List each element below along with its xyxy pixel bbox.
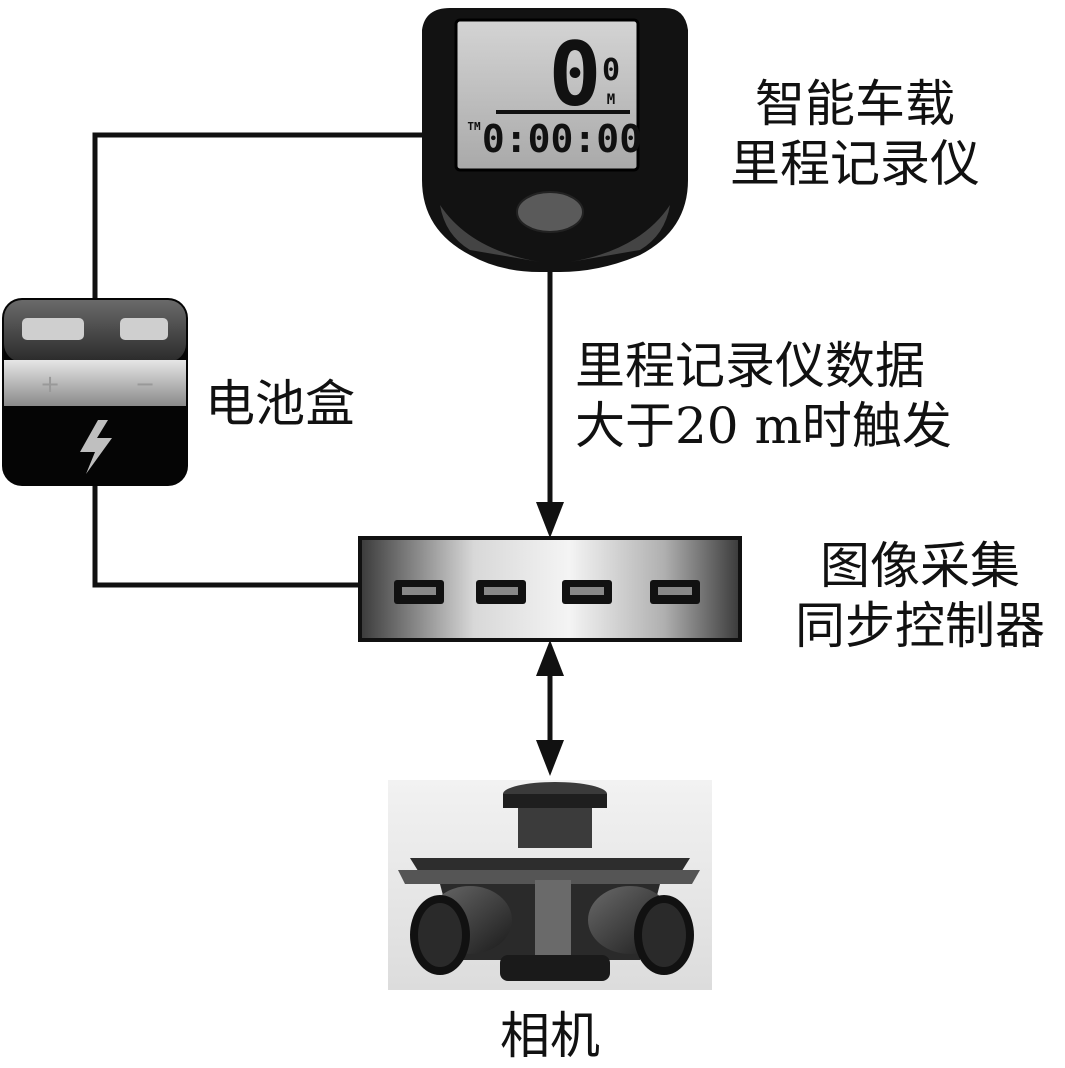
usb-port-3 [562,580,612,604]
camera-rig [388,780,712,990]
odometer-label: 智能车载 里程记录仪 [700,74,1010,194]
controller-label-line1: 图像采集 [820,537,1020,595]
usb-port-1 [394,580,444,604]
camera-label: 相机 [500,1007,600,1065]
trigger-label: 里程记录仪数据 大于20 m时触发 [575,336,952,456]
odometer-device: 0 0 M TM 0:00:00 [422,8,688,272]
odometer-button [516,191,584,233]
odometer-label-line2: 里程记录仪 [730,135,980,193]
wire-battery-to-odometer [92,132,432,300]
battery-box: + − [2,298,188,486]
odometer-big-digit: 0 [549,23,602,126]
odometer-label-line1: 智能车载 [755,75,955,133]
odometer-screen [454,18,640,172]
odometer-tm: TM [467,120,481,133]
usb-port-2 [476,580,526,604]
arrow-odometer-to-controller [536,272,564,538]
battery-minus: − [135,370,155,398]
camera-lens-left [410,886,512,975]
arrow-controller-camera-bidirectional [536,640,564,776]
usb-port-4 [650,580,700,604]
odometer-small-digit: 0 [602,53,620,88]
trigger-label-line2: 大于20 m时触发 [575,397,952,455]
trigger-label-line1: 里程记录仪数据 [575,337,925,395]
odometer-unit: M [607,92,615,108]
battery-label: 电池盒 [205,375,355,433]
controller-label-line2: 同步控制器 [795,597,1045,655]
lightning-icon [80,420,112,474]
wire-battery-to-controller [92,478,360,588]
odometer-time: 0:00:00 [482,117,642,161]
controller-label: 图像采集 同步控制器 [770,536,1065,656]
camera-lens-right [588,886,694,975]
sync-controller [358,536,742,642]
battery-plus: + [40,370,60,398]
